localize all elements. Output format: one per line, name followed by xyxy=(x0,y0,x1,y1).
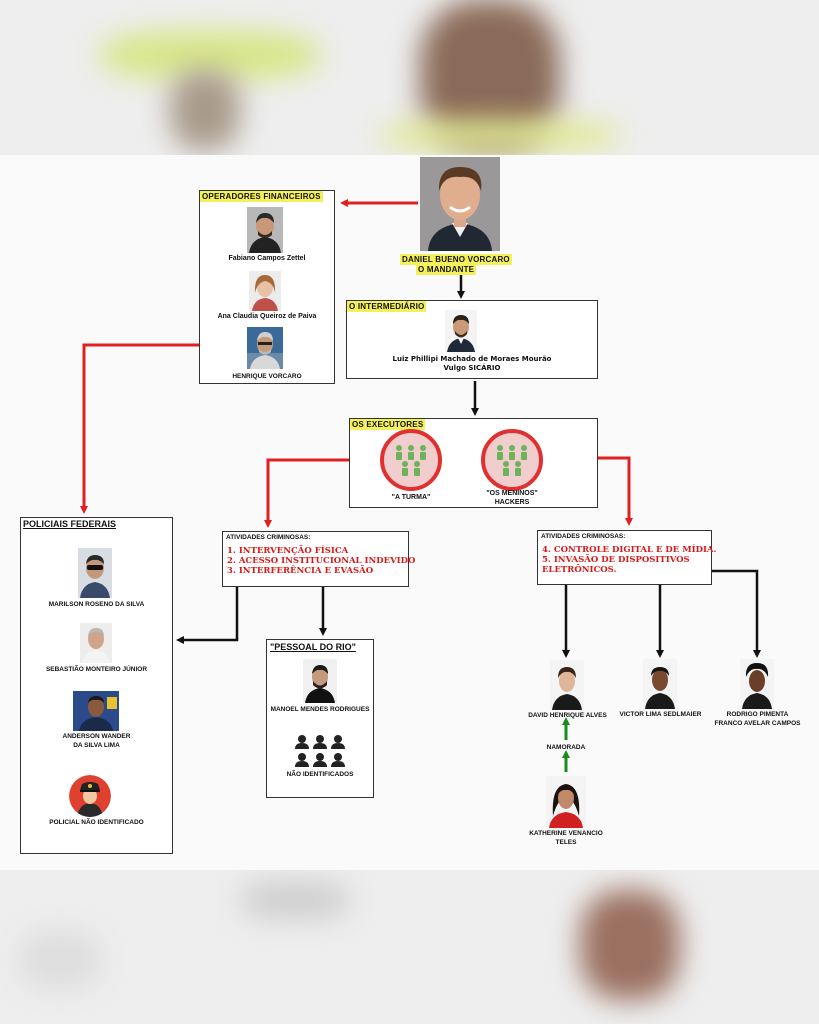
policial-icon xyxy=(69,775,111,817)
atividades-meninos-box xyxy=(537,530,712,585)
atividade-1: 1. INTERVENÇÃO FÍSICA xyxy=(227,546,349,556)
manoel-name: MANOEL MENDES RODRIGUES xyxy=(270,706,370,713)
david-photo xyxy=(550,660,584,710)
anderson-name: ANDERSON WANDER xyxy=(62,733,131,740)
operadores-title: OPERADORES FINANCEIROS xyxy=(200,191,323,202)
atividades-turma-list: 1. INTERVENÇÃO FÍSICA 2. ACESSO INSTITUC… xyxy=(227,546,415,577)
atividades-meninos-header: ATIVIDADES CRIMINOSAS: xyxy=(541,533,626,540)
mandante-name: DANIEL BUENO VORCARO xyxy=(400,254,512,265)
namorada-label: NAMORADA xyxy=(546,744,586,751)
pessoal-rio-title: "PESSOAL DO RIO" xyxy=(270,642,356,652)
policiais-title: POLICIAIS FEDERAIS xyxy=(23,519,117,529)
anderson-photo xyxy=(73,691,119,731)
organization-diagram: DANIEL BUENO VORCARO O MANDANTE OPERADOR… xyxy=(0,155,819,870)
intermediario-title: O INTERMEDIÁRIO xyxy=(347,301,427,312)
victor-name: VICTOR LIMA SEDLMAIER xyxy=(619,711,702,718)
ana-claudia-photo xyxy=(249,271,281,311)
atividade-5: 5. INVASÃO DE DISPOSITIVOS xyxy=(542,555,690,566)
nao-identificados-icon xyxy=(290,733,350,769)
atividade-2: 2. ACESSO INSTITUCIONAL INDEVIDO xyxy=(227,556,416,567)
katherine-name-2: TELES xyxy=(555,839,577,846)
os-meninos-label: "OS MENINOS" xyxy=(486,490,538,497)
atividades-turma-header: ATIVIDADES CRIMINOSAS: xyxy=(226,534,311,541)
manoel-photo xyxy=(303,659,337,703)
policial-nao-identificado-name: POLICIAL NÃO IDENTIFICADO xyxy=(49,819,144,826)
arrow-atividades-policiais xyxy=(176,587,239,644)
victor-photo xyxy=(643,659,677,709)
blurred-background-top xyxy=(0,0,819,155)
atividade-5-cont: ELETRÔNICOS. xyxy=(542,565,617,576)
anderson-name-2: DA SILVA LIMA xyxy=(73,742,120,749)
intermediario-alias: Vulgo SICÁRIO xyxy=(443,364,501,372)
atividade-3: 3. INTERFERÊNCIA E EVASÃO xyxy=(227,566,374,577)
blurred-background-bottom xyxy=(0,870,819,1024)
rodrigo-name: RODRIGO PIMENTA xyxy=(726,711,789,718)
rodrigo-photo xyxy=(740,659,774,709)
rodrigo-name-2: FRANCO AVELAR CAMPOS xyxy=(714,720,801,727)
fabiano-photo xyxy=(247,207,283,253)
henrique-photo xyxy=(247,327,283,369)
intermediario-photo xyxy=(445,310,477,352)
a-turma-label: "A TURMA" xyxy=(391,494,431,501)
pessoal-rio-box xyxy=(266,639,374,798)
os-meninos-sub: HACKERS xyxy=(494,499,530,506)
katherine-name: KATHERINE VENANCIO xyxy=(529,830,603,837)
david-name: DAVID HENRIQUE ALVES xyxy=(528,712,607,719)
a-turma-icon xyxy=(380,429,442,491)
mandante-role: O MANDANTE xyxy=(416,264,477,275)
fabiano-name: Fabiano Campos Zettel xyxy=(228,255,306,262)
sebastiao-name: SEBASTIÃO MONTEIRO JÚNIOR xyxy=(45,666,148,673)
mandante-photo xyxy=(420,157,500,251)
executores-title: OS EXECUTORES xyxy=(350,419,426,430)
katherine-photo xyxy=(546,776,586,828)
atividades-meninos-list: 4. CONTROLE DIGITAL E DE MÍDIA. 5. INVAS… xyxy=(542,545,717,576)
os-meninos-icon xyxy=(481,429,543,491)
marilson-name: MARILSON ROSENO DA SILVA xyxy=(48,601,145,608)
marilson-photo xyxy=(78,548,112,598)
atividades-turma-box xyxy=(222,531,409,587)
nao-identificados-name: NÃO IDENTIFICADOS xyxy=(286,771,354,778)
ana-claudia-name: Ana Claudia Queiroz de Paiva xyxy=(217,313,317,320)
arrow-atividades-rodrigo xyxy=(712,569,761,658)
sebastiao-photo xyxy=(80,623,112,663)
atividade-4: 4. CONTROLE DIGITAL E DE MÍDIA. xyxy=(542,545,717,555)
henrique-name: HENRIQUE VORCARO xyxy=(232,373,302,380)
intermediario-name: Luiz Phillipi Machado de Moraes Mourão xyxy=(392,355,552,363)
